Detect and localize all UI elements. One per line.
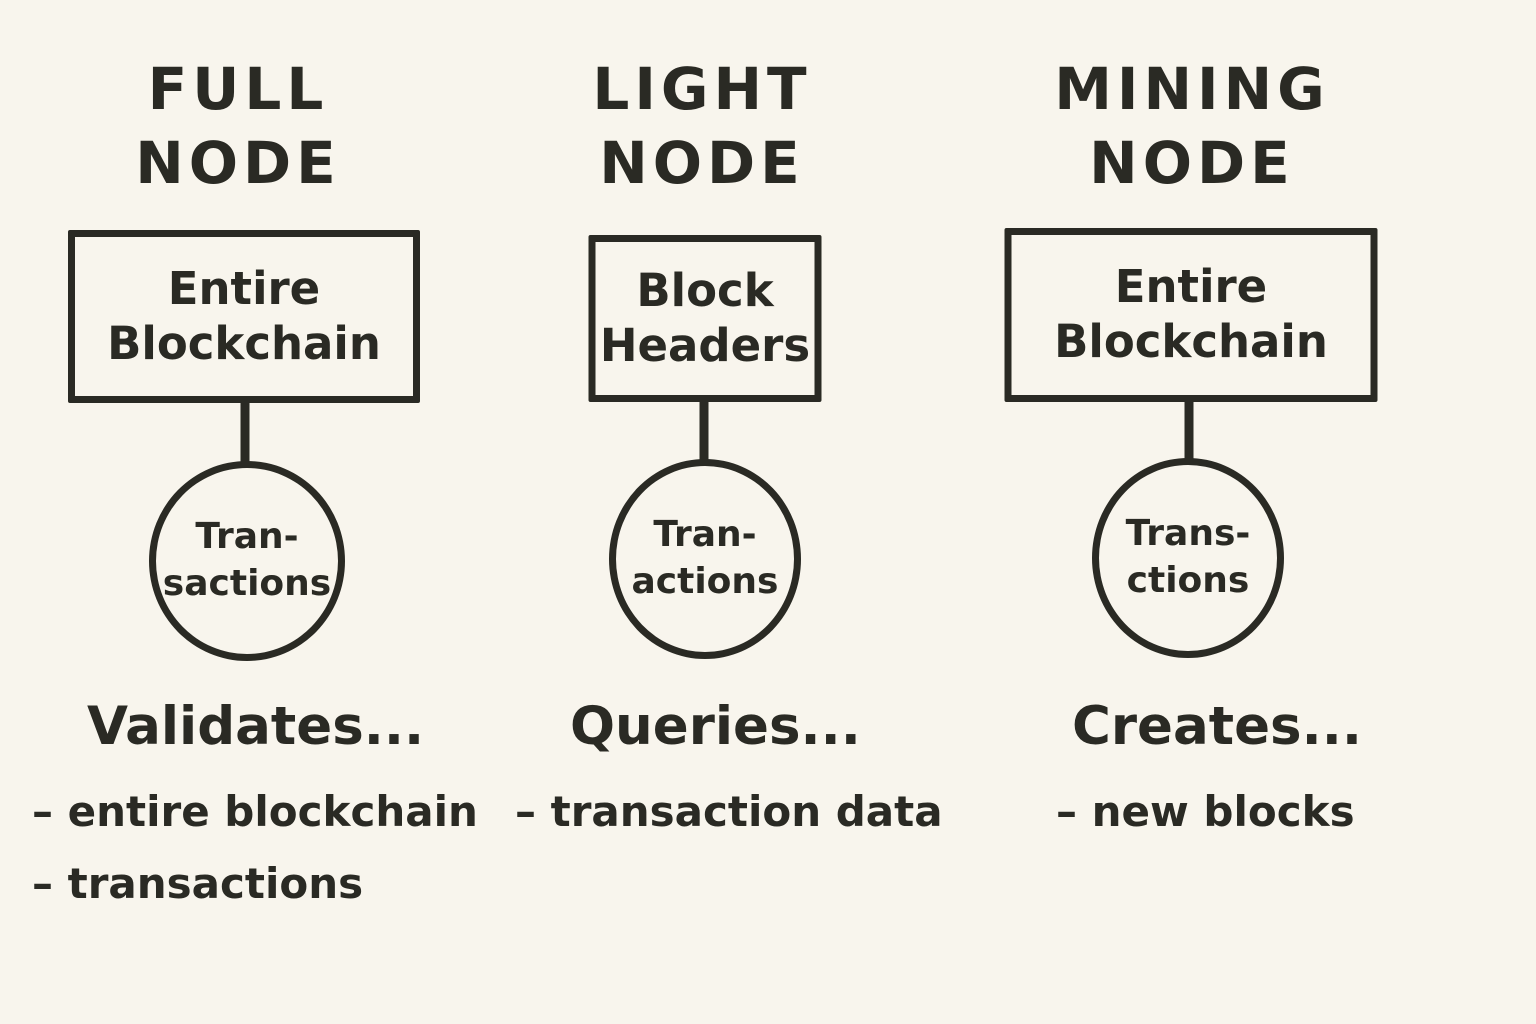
light-node-circle-line2: actions [631,561,779,602]
light-node-title: LIGHT NODE [592,52,811,200]
mining-node-box-line1: Entire [1114,260,1268,314]
full-node-title-line1: FULL [147,55,329,123]
full-node-circle-line1: Tran- [195,516,299,558]
light-node-box-line2: Headers [599,318,811,372]
mining-node-title-line2: NODE [1089,129,1295,198]
mining-node-circle: Trans- ctions [1092,458,1284,658]
mining-node-box: Entire Blockchain [1004,228,1378,402]
mining-node-circle-line1: Trans- [1125,513,1251,555]
light-node-title-line2: NODE [599,129,805,198]
light-node-box-line1: Block [636,263,774,317]
light-node-action: Queries... [570,696,861,757]
light-node-bullet-1: – transaction data [515,787,943,836]
mining-node-title-line1: MINING [1054,55,1330,123]
mining-node-title: MINING NODE [1054,52,1330,200]
full-node-title-line2: NODE [135,129,341,198]
full-node-circle: Tran- sactions [149,461,345,661]
mining-node-bullet-1: – new blocks [1056,787,1355,836]
light-node-circle: Tran- actions [609,459,801,659]
full-node-box-line2: Blockchain [107,316,381,370]
light-node-connector-line [699,399,709,463]
light-node-circle-line1: Tran- [653,514,757,556]
mining-node-box-line2: Blockchain [1054,315,1328,368]
light-node-box: Block Headers [588,235,822,402]
mining-node-action: Creates... [1072,696,1362,757]
full-node-title: FULL NODE [135,52,341,200]
full-node-box-line1: Entire [167,261,321,315]
full-node-bullet-2: – transactions [32,859,364,908]
mining-node-circle-line2: ctions [1126,560,1250,601]
full-node-bullet-1: – entire blockchain [32,787,478,836]
full-node-action: Validates... [87,696,425,757]
full-node-box: Entire Blockchain [68,230,420,403]
full-node-circle-line2: sactions [162,563,332,604]
full-node-connector-line [240,400,250,466]
light-node-title-line1: LIGHT [592,55,812,123]
mining-node-connector-line [1184,399,1194,461]
